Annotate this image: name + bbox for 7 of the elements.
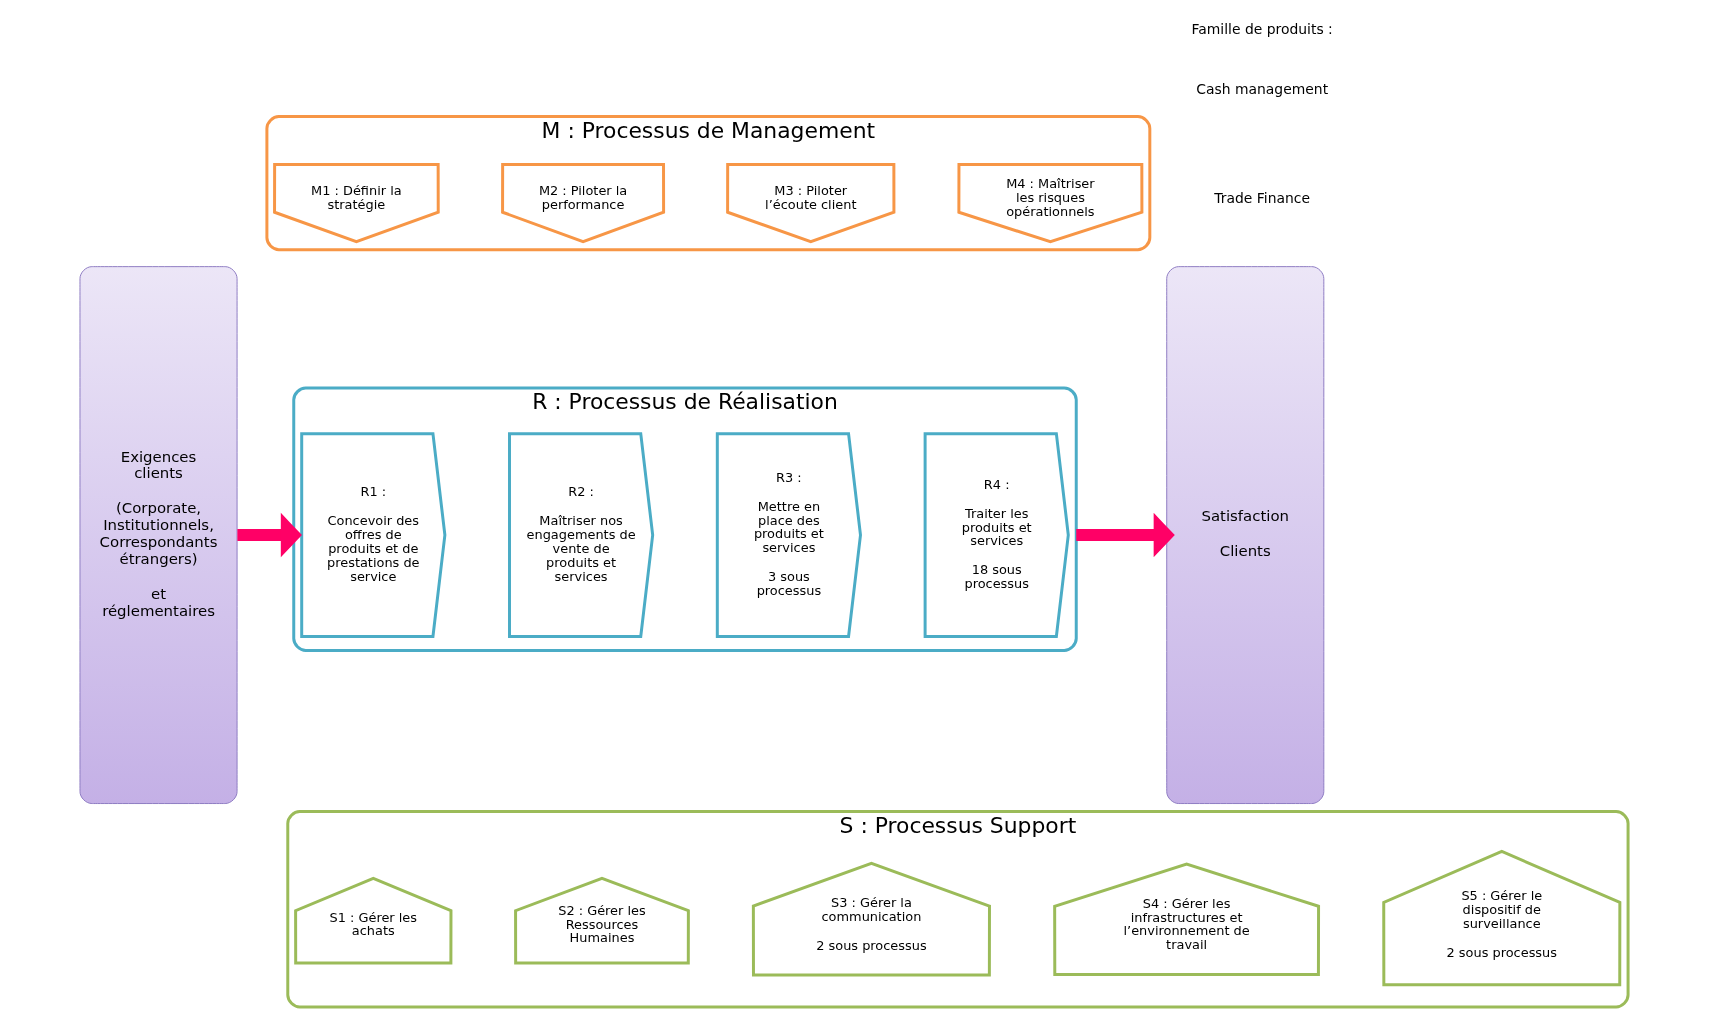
label: Famille de produits : <box>1191 20 1333 37</box>
node-box: Satisfaction Clients <box>1166 266 1325 805</box>
label: Trade Finance <box>1214 189 1311 206</box>
node-box: Exigences clients (Corporate, Institutionnels, Correspondants étrangers) et réglementaires <box>79 266 238 805</box>
label: Cash management <box>1196 81 1329 98</box>
arrow <box>1076 512 1175 558</box>
arrow <box>237 512 302 558</box>
